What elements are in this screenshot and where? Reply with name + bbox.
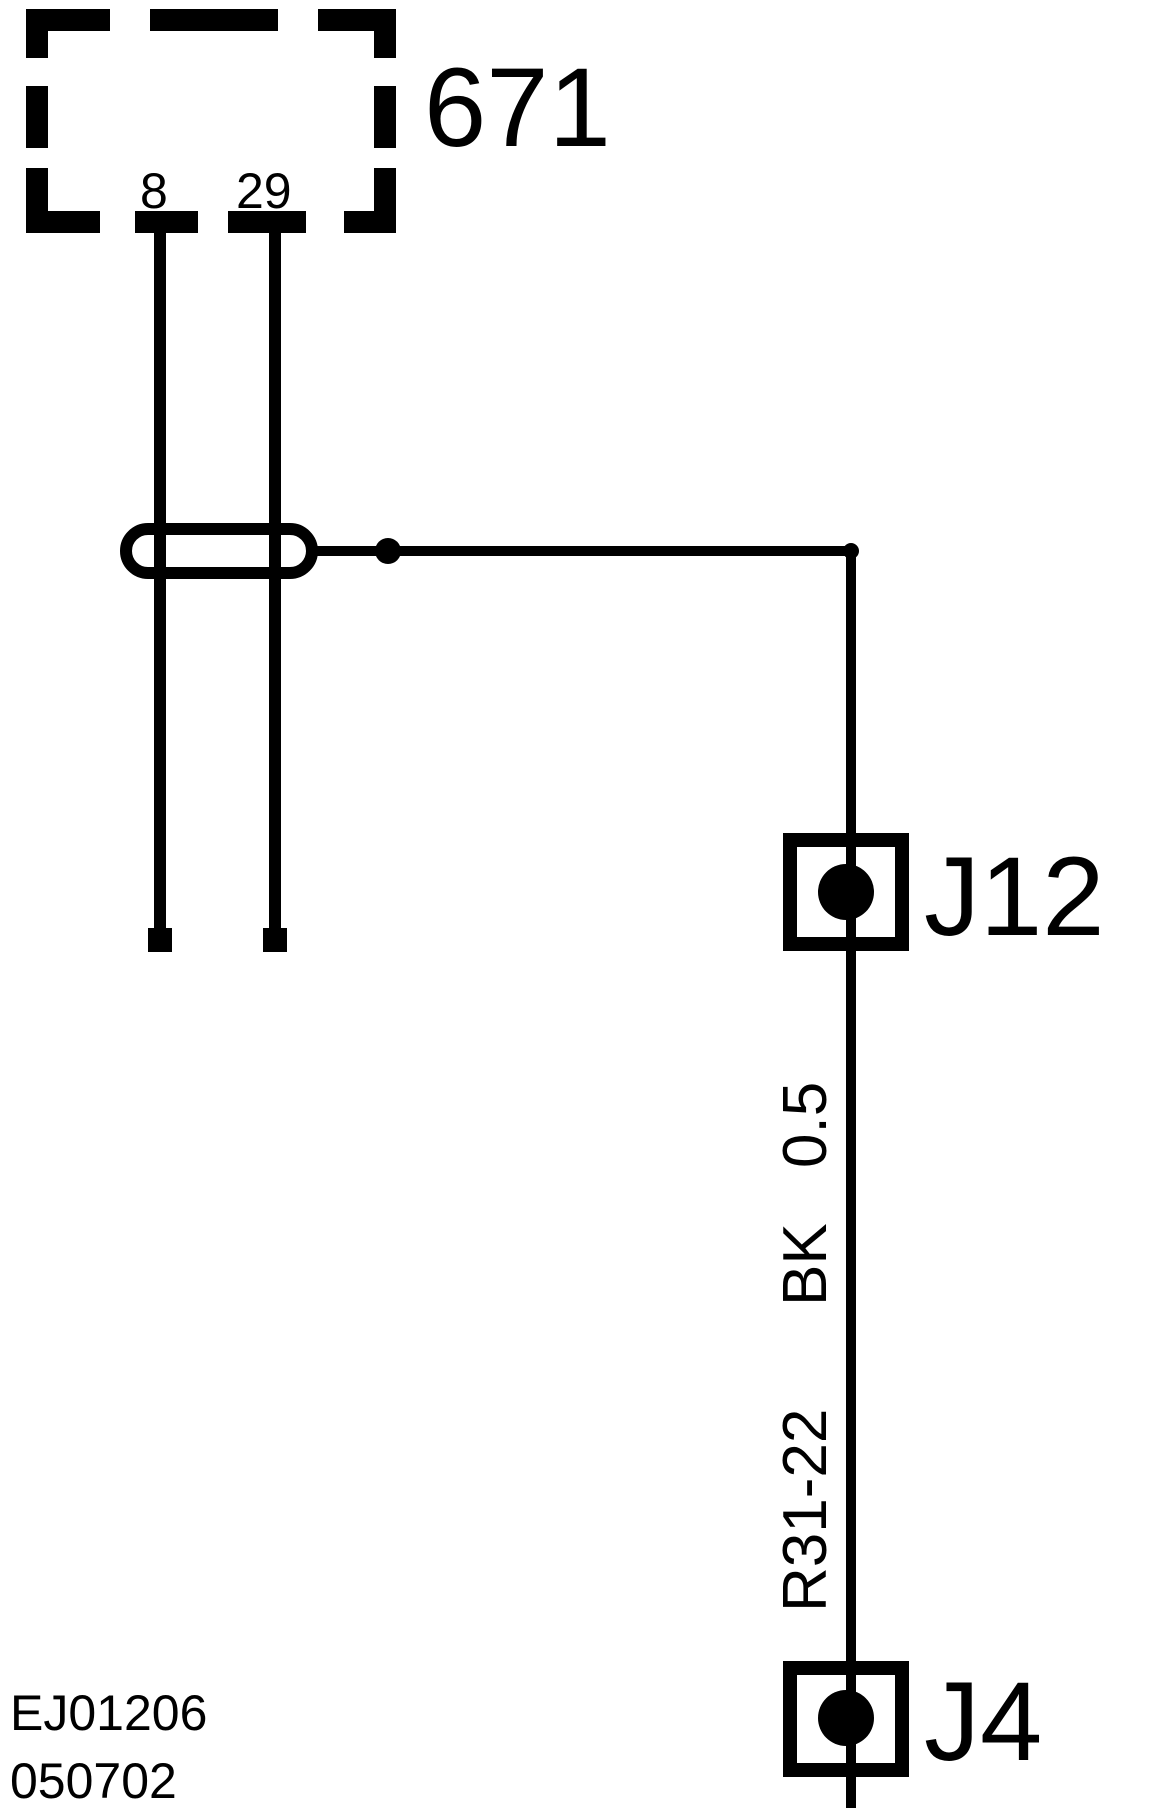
connector-j4: [783, 1661, 909, 1777]
component-671-outline: [26, 9, 396, 233]
connector-label-j4: J4: [924, 1659, 1042, 1784]
wire-end-pin-8: [148, 928, 172, 952]
pin-label-8: 8: [140, 163, 168, 219]
wire-circuit-label: R31-22: [771, 1409, 840, 1612]
reference-code: EJ01206: [10, 1685, 207, 1741]
splice-dot: [375, 538, 401, 564]
shield-oval: [120, 523, 318, 579]
wire-gauge-label: 0.5: [771, 1082, 840, 1168]
junction-dot: [843, 543, 859, 559]
component-label: 671: [424, 45, 611, 170]
connector-j12: [783, 833, 909, 951]
wire-end-pin-29: [263, 928, 287, 952]
pin-label-29: 29: [236, 163, 292, 219]
reference-date: 050702: [10, 1753, 177, 1808]
connector-label-j12: J12: [924, 834, 1105, 959]
pin-wires: [154, 232, 281, 938]
wire-color-label: BK: [771, 1223, 840, 1306]
ground-wire: [312, 546, 856, 1808]
